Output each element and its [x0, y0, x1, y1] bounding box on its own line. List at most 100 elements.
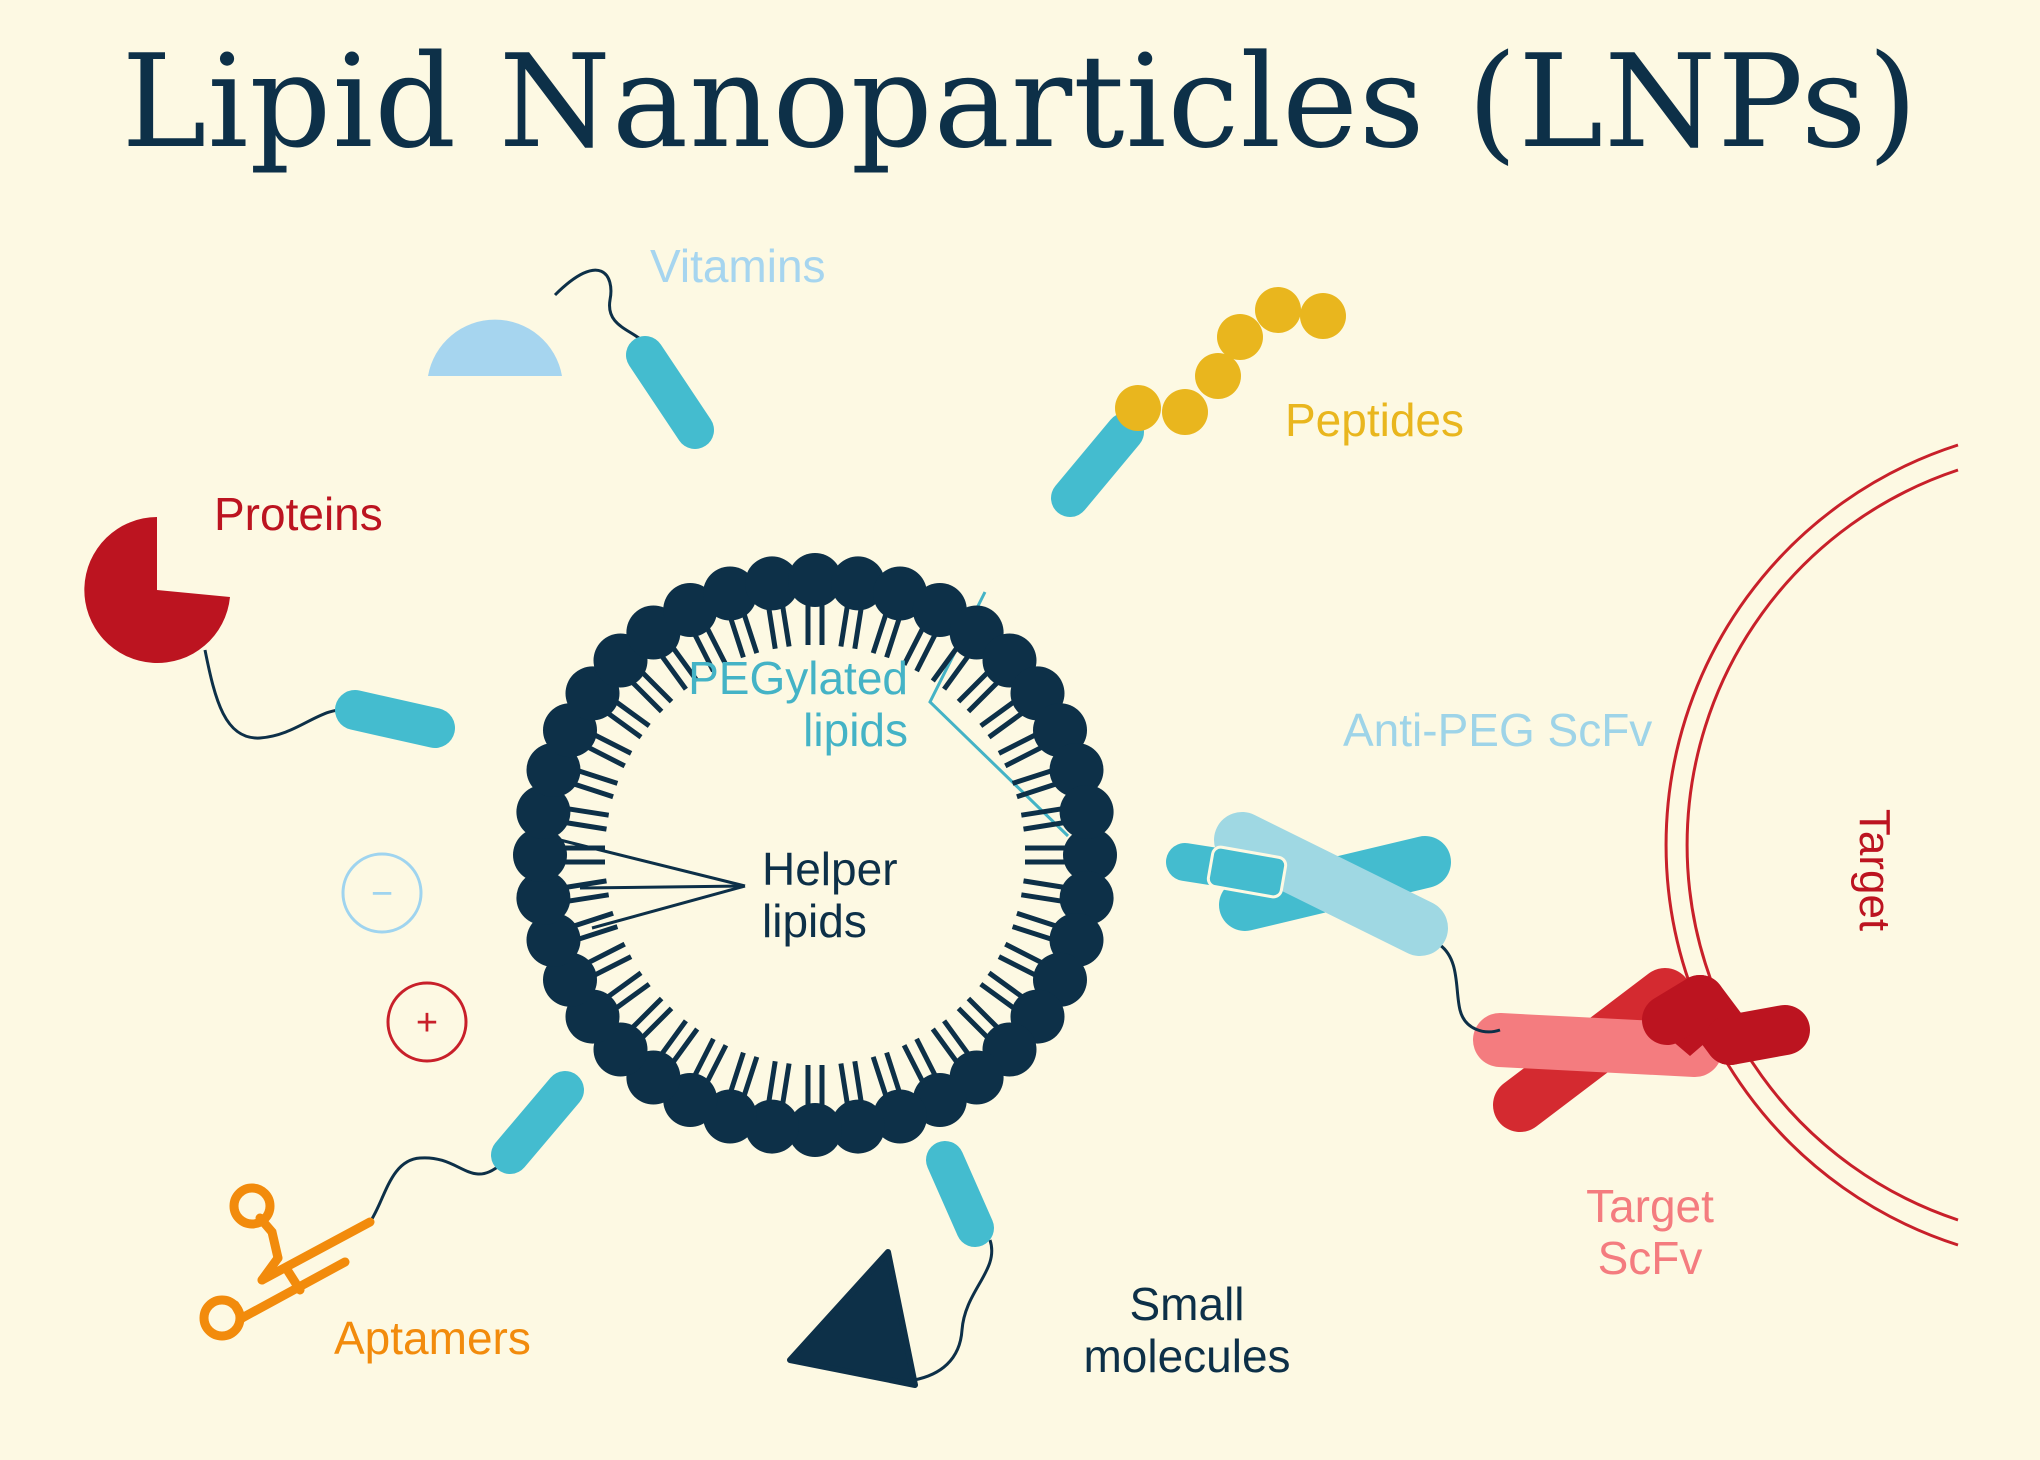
vitamin-tether — [553, 268, 652, 351]
phospholipid — [788, 1065, 842, 1157]
lipid-tail — [586, 941, 626, 966]
vitamin-shape — [428, 319, 562, 376]
svg-text:+: + — [416, 1002, 438, 1044]
lipid-tail — [966, 680, 1000, 714]
phospholipid — [1025, 828, 1117, 882]
lipid-tail — [728, 1051, 746, 1094]
lipid-head — [516, 785, 571, 839]
lipid-tail — [901, 626, 926, 666]
aptamer-tether — [368, 1156, 501, 1223]
pegylated-lipids-label: PEGylated lipids — [672, 652, 908, 756]
lipid-tail — [942, 653, 971, 691]
peg-proteins — [84, 517, 455, 748]
lipid-tail — [605, 970, 643, 1000]
small-molecules-line1: Small — [1129, 1278, 1245, 1330]
lipid-tail — [901, 1044, 926, 1084]
lipid-tail — [780, 604, 792, 647]
lipid-tail — [670, 1027, 700, 1065]
lipid-tail — [1016, 910, 1058, 929]
proteins-label: Proteins — [214, 488, 383, 540]
phospholipid — [516, 785, 610, 839]
lipid-tail — [572, 910, 614, 929]
negative-charge-symbol: − — [341, 852, 423, 934]
anti-peg-scfv — [1206, 812, 1451, 956]
target-scfv-line2: ScFv — [1597, 1232, 1703, 1284]
lipid-tail — [930, 1027, 960, 1065]
lipid-head — [831, 556, 885, 611]
lipid-tail — [914, 632, 938, 673]
lipid-tail — [1011, 924, 1054, 942]
phospholipid — [1020, 871, 1114, 925]
tethers — [203, 268, 1501, 1382]
lipid-tail — [564, 878, 607, 890]
peptide-chain — [1115, 287, 1346, 435]
lipid-tail — [884, 1051, 902, 1094]
lipid-tail — [630, 996, 664, 1030]
phospholipid — [513, 828, 605, 882]
target-antigen — [1642, 975, 1810, 1065]
lipid-tail — [987, 710, 1025, 740]
peg-aptamers — [199, 1071, 584, 1341]
target-scfv-line1: Target — [1586, 1180, 1714, 1232]
lipid-tail — [576, 768, 619, 786]
phospholipid — [831, 1060, 885, 1154]
lipid-tail — [1004, 744, 1044, 769]
lipid-tail — [987, 970, 1025, 1000]
phospholipid — [1020, 785, 1114, 839]
lipid-head — [526, 913, 581, 967]
phospholipid — [745, 1060, 799, 1154]
lipid-head — [745, 556, 799, 611]
lipid-head — [788, 1103, 842, 1157]
phospholipid — [745, 556, 799, 650]
lipid-bilayer — [513, 553, 1117, 1157]
phospholipid — [703, 566, 760, 659]
lipid-tail — [1023, 820, 1066, 832]
aptamer-shape — [199, 1183, 375, 1341]
lipid-tail — [704, 626, 729, 666]
lipid-tail — [1020, 892, 1064, 904]
lipid-tail — [956, 1006, 990, 1040]
lipid-tail — [979, 982, 1017, 1011]
peptides-label: Peptides — [1285, 394, 1465, 446]
helper-label-line2: lipids — [762, 895, 867, 947]
lipid-head — [1063, 828, 1117, 882]
lipid-tail — [979, 699, 1017, 728]
lipid-tail — [997, 732, 1038, 756]
peg-small-molecules — [787, 1141, 994, 1388]
protein-shape — [84, 517, 230, 663]
lipid-tail — [640, 1006, 674, 1040]
lipid-tail — [592, 954, 633, 978]
lipid-tail — [640, 670, 674, 704]
lipid-tail — [852, 606, 864, 650]
pegylated-label-line1: PEGylated — [688, 652, 908, 704]
lipid-tail — [605, 710, 643, 740]
helper-label-line1: Helper — [762, 843, 898, 895]
lipid-tail — [914, 1037, 938, 1078]
lipid-tail — [1016, 781, 1058, 800]
small-molecule-shape — [787, 1249, 918, 1388]
lipid-head — [513, 828, 567, 882]
svg-text:−: − — [371, 873, 393, 915]
lipid-tail — [1020, 806, 1064, 818]
scfv-tether — [1439, 943, 1501, 1034]
lipid-head — [1059, 785, 1114, 839]
lipid-tail — [766, 606, 778, 650]
vitamins-label: Vitamins — [650, 240, 826, 292]
phospholipid — [516, 871, 610, 925]
positive-charge-symbol: + — [386, 981, 468, 1063]
lipid-tail — [870, 612, 889, 654]
lipid-tail — [728, 616, 746, 659]
lipid-tail — [741, 1056, 760, 1098]
lipid-tail — [692, 1037, 716, 1078]
peg-peptides — [1051, 287, 1346, 517]
lipid-head — [745, 1099, 799, 1154]
phospholipid — [788, 553, 842, 645]
anti-peg-scfv-label: Anti-PEG ScFv — [1343, 704, 1653, 756]
small-molecules-label: Small molecules — [1052, 1278, 1322, 1382]
lipid-tail — [659, 1019, 688, 1057]
lipid-tail — [564, 820, 607, 832]
lipid-tail — [1004, 941, 1044, 966]
protein-tether — [203, 649, 353, 740]
helper-lipids-label: Helper lipids — [762, 843, 898, 947]
